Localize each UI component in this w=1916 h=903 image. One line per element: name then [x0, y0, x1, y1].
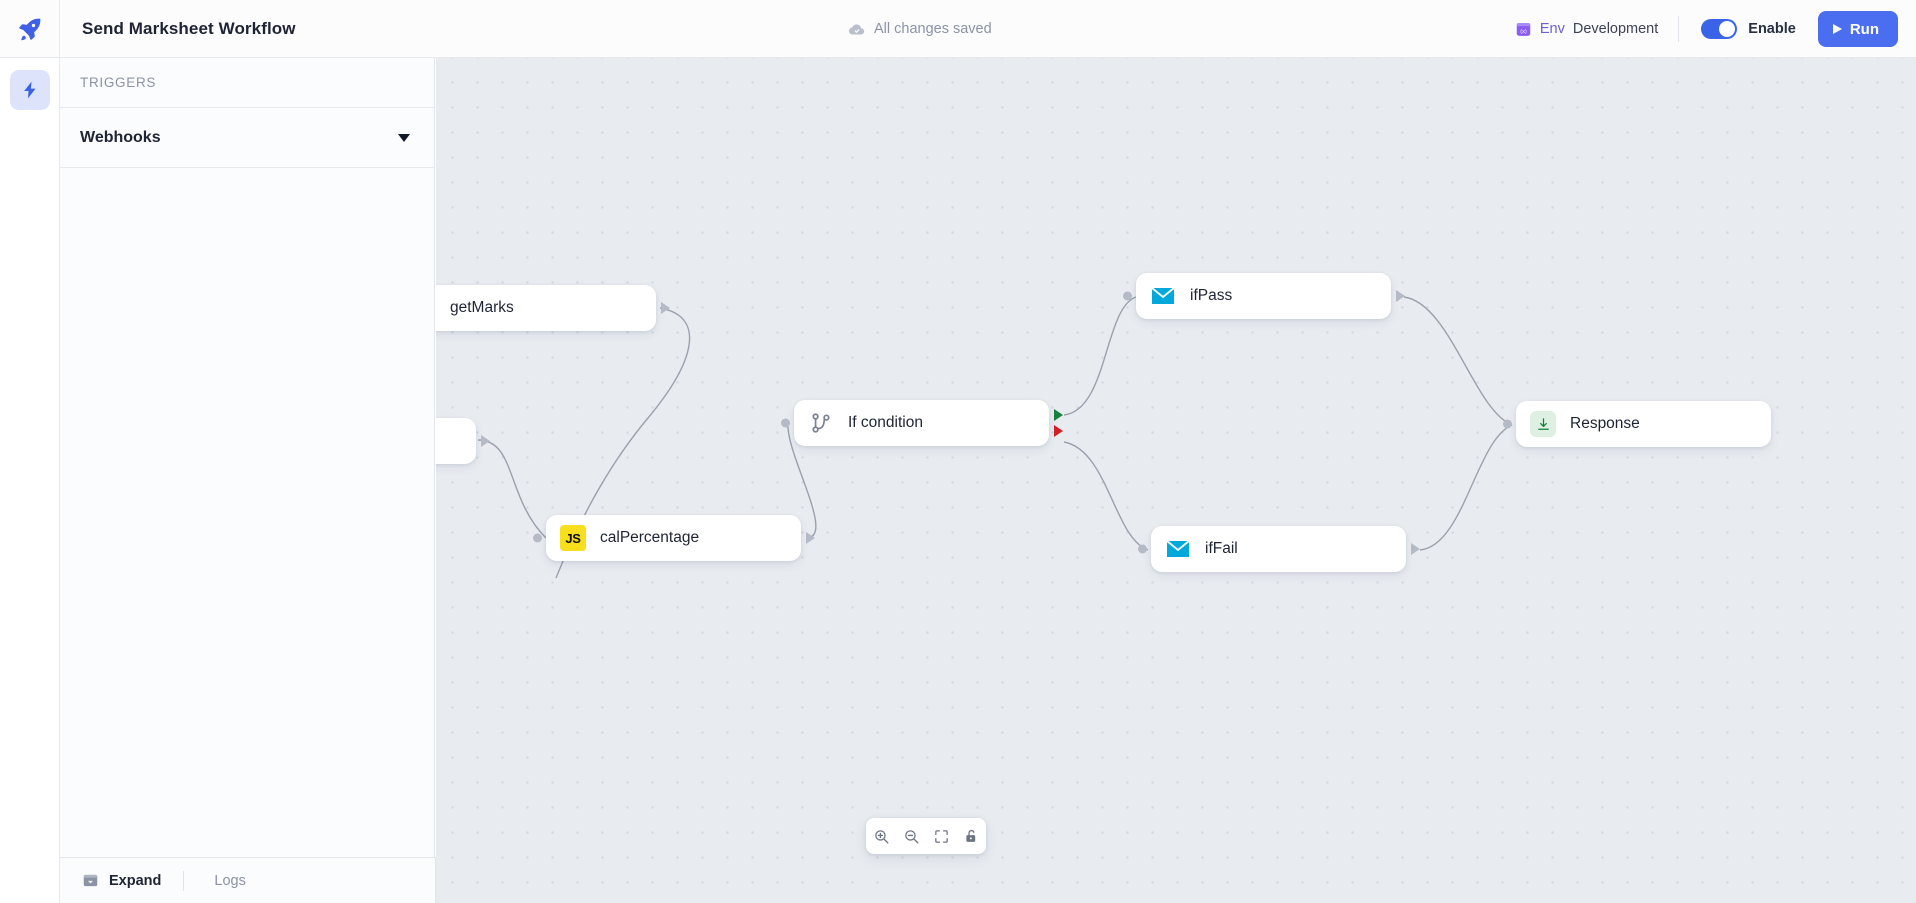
- workflow-title: Send Marksheet Workflow: [82, 18, 296, 38]
- node-if-condition[interactable]: If condition: [781, 400, 1063, 446]
- node-response[interactable]: Response: [1503, 401, 1771, 447]
- expand-label: Expand: [109, 872, 162, 889]
- env-variable-icon: (x): [1516, 22, 1531, 36]
- env-label: Env: [1539, 21, 1565, 37]
- edge-ifcondition-true-to-ifpass: [1063, 296, 1137, 416]
- edge-trigger-to-calpercentage: [477, 439, 547, 539]
- node-label: getMarks: [450, 299, 514, 316]
- envelope-icon: [1151, 287, 1175, 304]
- panel-header: TRIGGERS: [60, 58, 434, 108]
- output-handle-true[interactable]: [1054, 408, 1063, 421]
- node-calpercentage[interactable]: JS calPercentage: [533, 515, 815, 561]
- icon-rail: [0, 58, 60, 903]
- caret-down-icon[interactable]: [398, 133, 410, 142]
- cloud-check-icon: [848, 24, 865, 34]
- input-handle[interactable]: [533, 533, 542, 543]
- node-label: Response: [1570, 415, 1640, 432]
- run-button-label: Run: [1849, 20, 1879, 38]
- rocket-icon: [18, 18, 40, 40]
- unlock-icon[interactable]: [963, 828, 980, 845]
- output-handle[interactable]: [661, 302, 670, 314]
- input-handle[interactable]: [1503, 419, 1512, 429]
- response-icon: [1530, 411, 1556, 437]
- node-iffail[interactable]: ifFail: [1138, 526, 1420, 572]
- zoom-out-icon[interactable]: [903, 828, 920, 845]
- env-value: Development: [1572, 21, 1659, 37]
- node-label: ifPass: [1190, 287, 1233, 304]
- input-handle[interactable]: [1123, 291, 1132, 301]
- node-label: calPercentage: [600, 529, 700, 546]
- save-status: All changes saved: [848, 0, 992, 58]
- output-handle[interactable]: [1396, 290, 1405, 302]
- toggle-knob: [1719, 21, 1736, 37]
- expand-panel-icon: [83, 874, 98, 887]
- play-icon: [1832, 24, 1842, 34]
- svg-text:(x): (x): [1520, 28, 1527, 34]
- enable-toggle[interactable]: [1701, 19, 1738, 39]
- output-handle[interactable]: [481, 435, 490, 447]
- output-handle-false[interactable]: [1054, 425, 1063, 438]
- input-handle[interactable]: [1138, 544, 1147, 554]
- top-bar-divider: [1678, 16, 1680, 42]
- sidebar-item-webhooks[interactable]: Webhooks: [60, 108, 434, 168]
- fit-view-icon[interactable]: [933, 828, 950, 845]
- node-ifpass[interactable]: ifPass: [1123, 273, 1405, 319]
- env-selector[interactable]: (x) Env Development: [1515, 21, 1678, 38]
- node-trigger-clipped[interactable]: [436, 418, 490, 464]
- panel-section-title: TRIGGERS: [80, 75, 157, 90]
- edge-layer: [477, 296, 1513, 579]
- js-icon-label: JS: [565, 530, 581, 546]
- lightning-bolt-icon: [23, 81, 35, 99]
- edge-ifpass-to-response: [1403, 296, 1513, 426]
- zoom-in-icon[interactable]: [873, 828, 890, 845]
- output-handle[interactable]: [1411, 543, 1420, 555]
- node-getmarks[interactable]: getMarks: [436, 285, 670, 331]
- bottom-bar: Expand Logs: [60, 857, 436, 903]
- workflow-canvas[interactable]: getMarks JS calPercentage If condition: [436, 58, 1916, 903]
- expand-button[interactable]: Expand: [82, 872, 183, 889]
- sidebar-item-triggers[interactable]: [9, 70, 50, 110]
- app-logo[interactable]: [0, 0, 60, 58]
- webhooks-label: Webhooks: [80, 128, 161, 146]
- triggers-panel: TRIGGERS Webhooks: [60, 58, 435, 857]
- logs-button[interactable]: Logs: [214, 872, 246, 889]
- enable-group: Enable: [1679, 19, 1818, 39]
- node-label: If condition: [848, 414, 923, 431]
- canvas-controls: [866, 818, 986, 854]
- run-button[interactable]: Run: [1817, 11, 1898, 47]
- js-icon: JS: [560, 525, 586, 551]
- node-label: ifFail: [1205, 540, 1238, 557]
- input-handle[interactable]: [781, 418, 790, 428]
- top-bar: Send Marksheet Workflow All changes save…: [0, 0, 1916, 58]
- envelope-icon: [1166, 540, 1190, 557]
- response-arrow-icon: [1537, 417, 1549, 430]
- output-handle[interactable]: [806, 532, 815, 544]
- edge-ifcondition-false-to-iffail: [1063, 441, 1149, 551]
- enable-label: Enable: [1748, 21, 1796, 37]
- top-bar-actions: (x) Env Development Enable Run: [1515, 0, 1898, 58]
- edge-iffail-to-response: [1419, 424, 1513, 551]
- branch-icon: [812, 413, 830, 433]
- bottom-bar-divider: [183, 870, 185, 891]
- save-status-text: All changes saved: [874, 21, 992, 37]
